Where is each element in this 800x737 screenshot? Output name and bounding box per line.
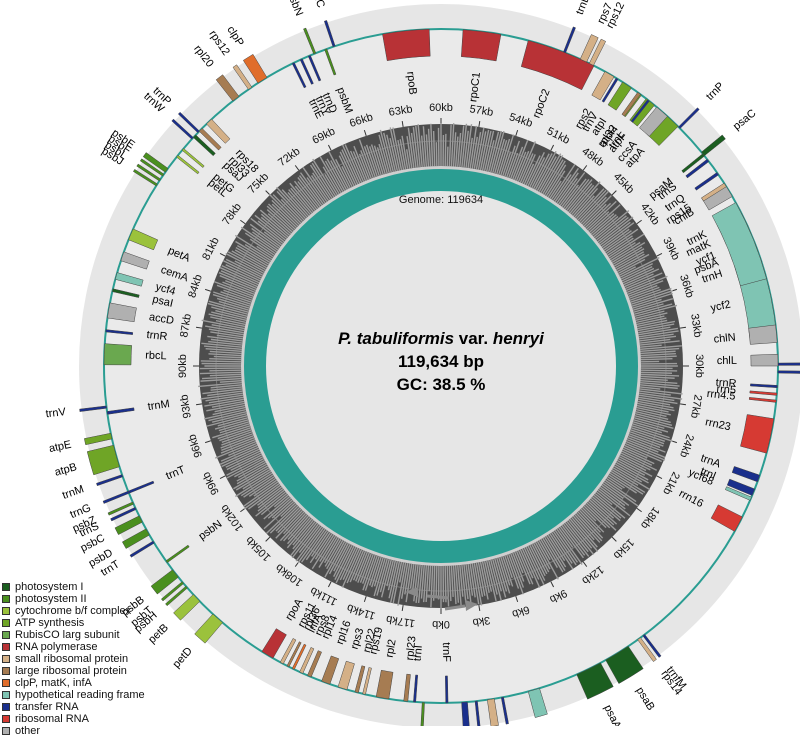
legend-item: small ribosomal protein <box>2 653 145 665</box>
legend-label: RNA polymerase <box>15 641 98 653</box>
kb-tick-label: 30kb <box>693 354 705 378</box>
legend-swatch <box>2 727 10 735</box>
legend-label: photosystem I <box>15 581 83 593</box>
genome-size-label: Genome: 119634 <box>399 194 483 206</box>
gene-rbcl <box>104 344 132 365</box>
legend-item: transfer RNA <box>2 701 145 713</box>
gene-label: psaB <box>633 685 656 713</box>
gene-label: atpB <box>53 461 78 479</box>
gene-label: rpoB <box>404 71 418 95</box>
gene-trni <box>778 363 800 366</box>
gene-rpob <box>382 29 430 61</box>
legend-swatch <box>2 607 10 615</box>
legend-swatch <box>2 595 10 603</box>
gc-value: GC: 38.5 % <box>397 375 486 394</box>
legend-swatch <box>2 583 10 591</box>
genome-size: 119,634 bp <box>398 352 484 371</box>
gene-label: rbcL <box>145 350 167 363</box>
legend-swatch <box>2 643 10 651</box>
legend-swatch <box>2 691 10 699</box>
legend-label: large ribosomal protein <box>15 665 127 677</box>
legend-label: transfer RNA <box>15 701 79 713</box>
legend-item: clpP, matK, infA <box>2 677 145 689</box>
gene-label: trnR <box>146 329 168 343</box>
gene-label: chlN <box>713 332 736 346</box>
gene-label: trnV <box>45 406 67 420</box>
kb-tick-label: 0kb <box>432 618 450 630</box>
gene-trnf <box>445 676 448 703</box>
legend-item: RNA polymerase <box>2 641 145 653</box>
gene-label: chlL <box>717 355 737 367</box>
legend-item: RubisCO larg subunit <box>2 629 145 641</box>
legend-label: ribosomal RNA <box>15 713 89 725</box>
gc-spike <box>445 134 446 166</box>
gene-rpoc1 <box>461 30 501 61</box>
gc-spike <box>201 361 241 362</box>
gene-label: psaA <box>601 703 623 726</box>
gene-label: trnL <box>574 0 592 16</box>
gene-label: psbN <box>284 0 305 18</box>
title-name: henryi <box>493 329 545 348</box>
legend-label: small ribosomal protein <box>15 653 128 665</box>
gc-spike <box>641 370 677 371</box>
gc-spike <box>447 147 448 166</box>
legend-swatch <box>2 631 10 639</box>
legend-swatch <box>2 679 10 687</box>
legend-item: photosystem II <box>2 593 145 605</box>
gene-trnn <box>778 371 800 374</box>
legend-swatch <box>2 655 10 663</box>
gc-spike <box>436 566 437 597</box>
legend-item: photosystem I <box>2 581 145 593</box>
legend-label: hypothetical reading frame <box>15 689 145 701</box>
legend-item: cytochrome b/f complex <box>2 605 145 617</box>
gene-label: trnM <box>61 483 86 502</box>
gene-label: trnC <box>309 0 327 9</box>
legend-label: photosystem II <box>15 593 87 605</box>
gc-spike <box>641 372 672 373</box>
title-var: var. <box>459 329 488 348</box>
gene-label: trnF <box>440 642 452 662</box>
legend-swatch <box>2 667 10 675</box>
title-line: P. tabuliformis var. henryi <box>338 329 545 348</box>
legend-item: ATP synthesis <box>2 617 145 629</box>
gene-chln <box>749 325 777 344</box>
kb-tick-label: 90kb <box>177 354 189 378</box>
legend-label: RubisCO larg subunit <box>15 629 120 641</box>
legend-item: ribosomal RNA <box>2 713 145 725</box>
gene-label: trnR <box>715 377 737 390</box>
gene-chll <box>751 354 778 366</box>
gc-spike <box>641 359 673 360</box>
legend-swatch <box>2 715 10 723</box>
gene-label: atpE <box>48 439 73 455</box>
title-species: P. tabuliformis <box>338 329 454 348</box>
gene-label: trnP <box>704 80 727 103</box>
gc-spike <box>209 370 241 371</box>
gene-label: psaC <box>731 107 759 133</box>
kb-tick-label: 60kb <box>429 102 453 114</box>
gene-label: petD <box>171 645 195 670</box>
legend-swatch <box>2 703 10 711</box>
legend-label: clpP, matK, infA <box>15 677 92 689</box>
legend-label: ATP synthesis <box>15 617 84 629</box>
gene-label: rpl20 <box>191 43 215 70</box>
legend-label: other <box>15 725 40 737</box>
legend-swatch <box>2 619 10 627</box>
arrow-ccw <box>427 596 449 598</box>
legend-item: large ribosomal protein <box>2 665 145 677</box>
legend-label: cytochrome b/f complex <box>15 605 131 617</box>
gene-label: trnI <box>412 645 425 662</box>
legend-item: other <box>2 725 145 737</box>
legend-item: hypothetical reading frame <box>2 689 145 701</box>
